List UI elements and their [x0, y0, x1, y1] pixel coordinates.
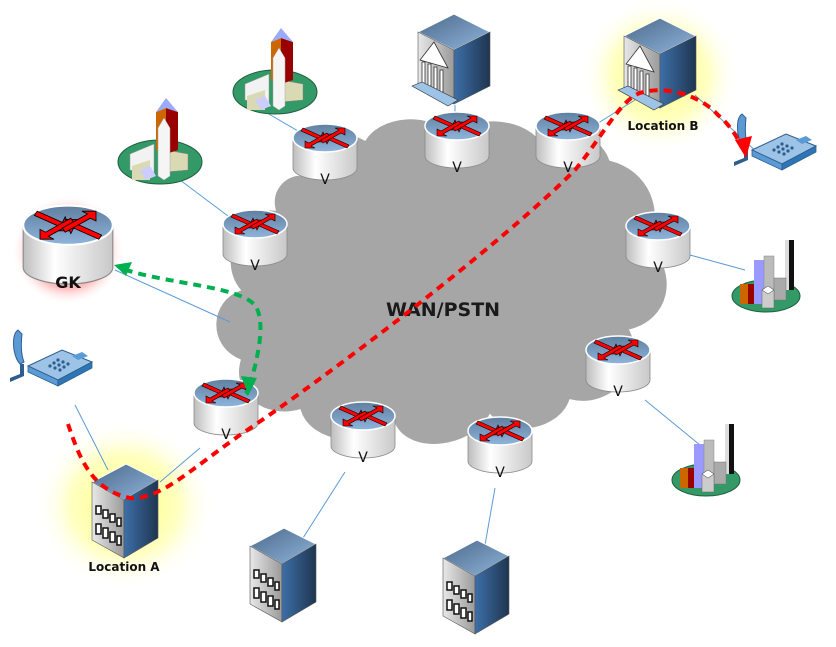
city-icon-2 — [671, 423, 741, 497]
location-a-label: Location A — [88, 560, 160, 574]
voice-gateway[interactable]: V — [424, 111, 490, 176]
voice-gateway[interactable]: V — [222, 209, 288, 274]
network-links — [74, 94, 761, 546]
city-icon-1 — [731, 239, 801, 313]
office-icon-2 — [442, 539, 510, 635]
signaling-path — [119, 266, 263, 386]
link-v-bottom1-office1 — [302, 471, 346, 539]
link-gk-cloud — [114, 269, 231, 323]
gateway-label: V — [452, 160, 462, 176]
voice-gateway[interactable]: V — [625, 211, 691, 276]
voice-gateway[interactable]: V — [467, 416, 533, 481]
town-icon-1 — [232, 27, 318, 115]
gateway-label: V — [563, 160, 573, 176]
voice-gateway[interactable]: V — [535, 111, 601, 176]
link-v-right1-city1 — [689, 254, 746, 271]
gateway-label: V — [221, 427, 231, 443]
gatekeeper-label: GK — [55, 273, 81, 292]
location-a-office-icon[interactable] — [91, 463, 159, 559]
bank-icon — [411, 13, 491, 107]
gateway-label: V — [320, 172, 330, 188]
location-b-label: Location B — [627, 119, 698, 133]
link-v-bottom2-office2 — [484, 487, 496, 546]
link-locA-gw — [159, 447, 201, 483]
media-arrowhead — [735, 136, 752, 158]
office-icon-1 — [249, 527, 317, 623]
link-v-right2-city2 — [644, 399, 701, 446]
link-phoneA-locA — [74, 404, 109, 471]
town-icon-2 — [117, 97, 203, 185]
gateway-label: V — [613, 384, 623, 400]
voice-gateway[interactable]: V — [585, 335, 651, 400]
voice-gateway-location-a[interactable]: V — [193, 378, 259, 443]
gateway-label: V — [653, 260, 663, 276]
gatekeeper-router[interactable]: GK — [22, 204, 114, 292]
gateway-label: V — [250, 258, 260, 274]
gateway-label: V — [358, 450, 368, 466]
phone-a-icon[interactable] — [9, 329, 93, 387]
voice-gateway[interactable]: V — [292, 123, 358, 188]
voice-gateway[interactable]: V — [330, 401, 396, 466]
cloud-label: WAN/PSTN — [386, 299, 500, 321]
media-path — [66, 88, 744, 501]
wan-pstn-cloud — [214, 117, 669, 446]
signaling-arrowhead-gw2 — [241, 376, 257, 394]
gateway-label: V — [495, 465, 505, 481]
signaling-arrowhead-gk — [114, 262, 132, 276]
